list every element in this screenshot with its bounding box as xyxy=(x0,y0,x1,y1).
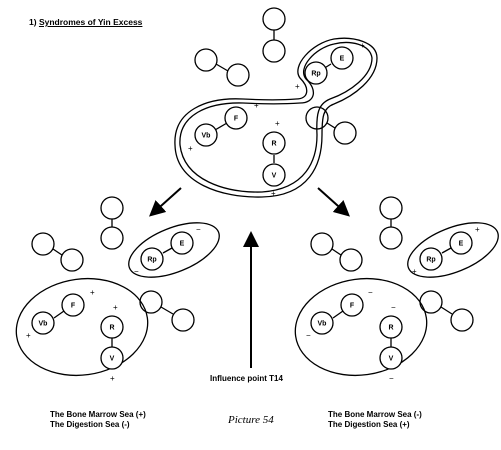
right-node-v: V xyxy=(379,346,403,370)
center-rp-sign: + xyxy=(295,82,300,91)
center-node-rp-label: Rp xyxy=(311,71,320,78)
left-node-r: R xyxy=(100,315,124,339)
center-node-rp: Rp xyxy=(304,61,328,85)
right-node-rp: Rp xyxy=(419,247,443,271)
center-e-sign: + xyxy=(360,41,365,50)
left-r-sign: + xyxy=(113,303,118,312)
right-body-ellipse xyxy=(294,277,428,377)
left-group xyxy=(15,196,220,377)
left-node-f-label: F xyxy=(71,303,76,310)
center-node-f: F xyxy=(224,106,248,130)
empty-pair-left-mid xyxy=(31,232,84,272)
section-title: Syndromes of Yin Excess xyxy=(38,17,143,27)
center-node-e-label: E xyxy=(340,56,345,63)
right-v-sign: − xyxy=(389,374,394,383)
left-node-e-label: E xyxy=(180,241,185,248)
left-node-rp: Rp xyxy=(140,247,164,271)
center-node-v: V xyxy=(262,163,286,187)
left-node-rp-label: Rp xyxy=(147,257,156,264)
center-enclosure xyxy=(174,37,378,198)
arrow-right xyxy=(317,187,350,217)
center-node-v-label: V xyxy=(272,173,277,180)
right-r-sign: − xyxy=(391,303,396,312)
center-node-e: E xyxy=(330,46,354,70)
caption-right: The Bone Marrow Sea (-) The Digestion Se… xyxy=(328,410,422,430)
right-node-r-label: R xyxy=(388,325,393,332)
left-node-f: F xyxy=(61,293,85,317)
empty-pair-left xyxy=(194,48,250,87)
right-node-rp-label: Rp xyxy=(426,257,435,264)
left-node-vb: Vb xyxy=(31,311,55,335)
right-rp-sign: + xyxy=(412,267,417,276)
right-e-sign: + xyxy=(475,225,480,234)
section-heading: 1) Syndromes of Yin Excess xyxy=(29,17,142,27)
right-node-f: F xyxy=(340,293,364,317)
center-node-r-label: R xyxy=(271,141,276,148)
right-node-vb-label: Vb xyxy=(318,321,327,328)
center-node-vb: Vb xyxy=(194,123,218,147)
left-e-sign: − xyxy=(196,225,201,234)
empty-pair-left-right xyxy=(139,290,195,332)
empty-pair-left-top xyxy=(100,196,124,250)
section-number: 1) xyxy=(29,17,37,27)
left-rp-e-ellipse xyxy=(128,222,220,278)
center-v-sign: + xyxy=(271,189,276,198)
empty-pair-right-top xyxy=(379,196,403,250)
left-f-sign: + xyxy=(90,288,95,297)
left-vb-sign: + xyxy=(26,331,31,340)
empty-pair-right xyxy=(305,106,357,145)
empty-pair-right-right xyxy=(419,290,474,332)
center-node-r: R xyxy=(262,131,286,155)
right-node-r: R xyxy=(379,315,403,339)
right-node-f-label: F xyxy=(350,303,355,310)
right-rp-e-ellipse xyxy=(407,222,499,278)
left-v-sign: + xyxy=(110,374,115,383)
right-node-e: E xyxy=(449,231,473,255)
center-node-f-label: F xyxy=(234,116,239,123)
caption-left: The Bone Marrow Sea (+) The Digestion Se… xyxy=(50,410,146,430)
left-body-ellipse xyxy=(15,277,149,377)
left-rp-sign: − xyxy=(134,267,139,276)
left-node-v: V xyxy=(100,346,124,370)
right-node-vb: Vb xyxy=(310,311,334,335)
center-node-vb-label: Vb xyxy=(202,133,211,140)
center-vb-sign: + xyxy=(188,144,193,153)
caption-right-line2: The Digestion Sea (+) xyxy=(328,420,410,429)
picture-label: Picture 54 xyxy=(228,414,274,426)
empty-pair-right-mid xyxy=(310,232,363,272)
right-vb-sign: − xyxy=(306,331,311,340)
caption-left-line1: The Bone Marrow Sea (+) xyxy=(50,410,146,419)
caption-left-line2: The Digestion Sea (-) xyxy=(50,420,130,429)
influence-point-label: Influence point T14 xyxy=(210,374,283,383)
center-r-sign: + xyxy=(275,119,280,128)
center-f-sign: + xyxy=(254,101,259,110)
left-node-r-label: R xyxy=(109,325,114,332)
left-node-v-label: V xyxy=(110,356,115,363)
empty-pair-top xyxy=(262,7,286,63)
arrow-left xyxy=(149,187,182,217)
left-node-e: E xyxy=(170,231,194,255)
right-node-v-label: V xyxy=(389,356,394,363)
left-node-vb-label: Vb xyxy=(39,321,48,328)
right-node-e-label: E xyxy=(459,241,464,248)
caption-right-line1: The Bone Marrow Sea (-) xyxy=(328,410,422,419)
right-group xyxy=(294,196,499,377)
right-f-sign: − xyxy=(368,288,373,297)
